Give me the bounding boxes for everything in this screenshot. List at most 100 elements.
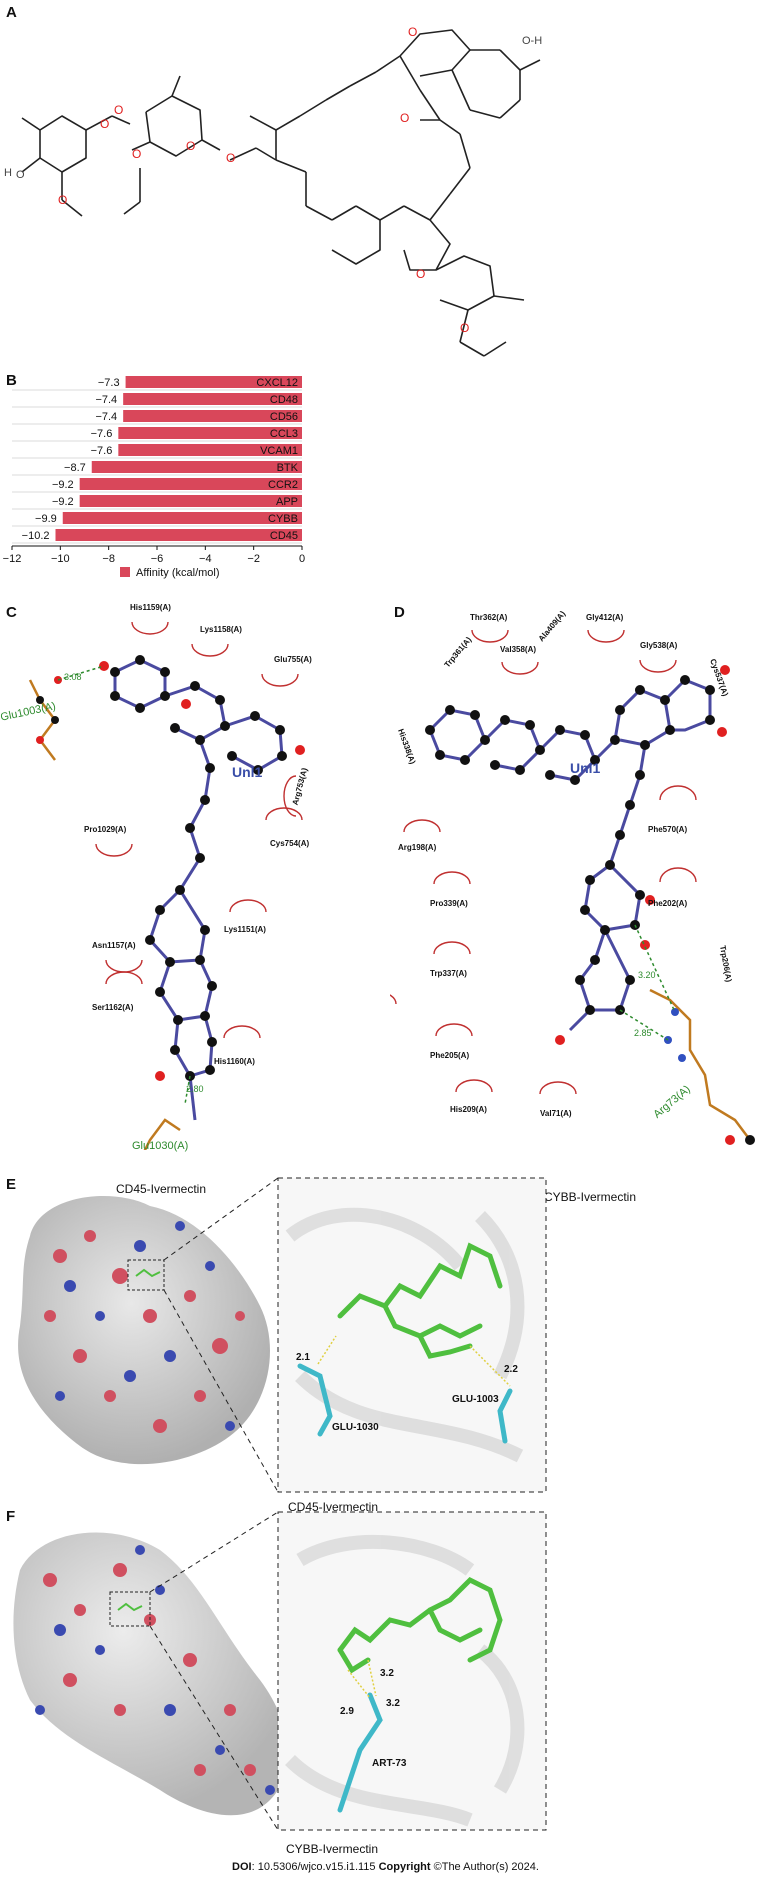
svg-text:Val358(A): Val358(A) [500,645,536,654]
bar-value-label: −9.2 [52,496,74,508]
legend-swatch [120,567,130,577]
svg-text:3.08: 3.08 [64,672,82,682]
bar-category-label: CD48 [270,394,298,406]
panel-letter-a: A [6,4,17,21]
svg-text:Thr362(A): Thr362(A) [470,613,508,622]
svg-text:O: O [58,193,67,207]
bar-category-label: CD45 [270,530,298,542]
cybb-ligand-label: Unl1 [570,760,601,776]
bar-cd56 [123,410,303,422]
bar-category-label: APP [276,496,298,508]
cd45-3d-distance-2: 2.2 [504,1364,518,1375]
bar-ccr2 [79,478,303,490]
svg-text:O: O [416,267,425,281]
cybb-3d-residue: ART-73 [372,1758,407,1769]
svg-text:O: O [114,103,123,117]
bar-category-label: CD56 [270,411,298,423]
bar-ccl3 [118,427,302,439]
bar-category-label: BTK [277,462,299,474]
panel-letter-d: D [394,604,405,621]
svg-text:Trp337(A): Trp337(A) [430,969,467,978]
svg-text:O-H: O-H [522,35,542,47]
svg-text:Pro1029(A): Pro1029(A) [84,825,127,834]
bar-cd45 [55,529,302,541]
bar-app [79,495,303,507]
svg-text:His338(A): His338(A) [396,728,417,766]
cybb-interaction-diagram: Thr362(A) Trp361(A) Val358(A) Ala409(A) … [390,609,755,1145]
cybb-3d-distance-1: 2.9 [340,1706,354,1717]
svg-text:Cys754(A): Cys754(A) [270,839,309,848]
ivermectin-structure: O O O O O O O O O O H O O-H [4,25,542,357]
bar-cybb [62,512,302,524]
bar-category-label: CCL3 [270,428,298,440]
bar-value-label: −10.2 [22,530,50,542]
svg-text:Gly538(A): Gly538(A) [640,641,678,650]
svg-text:Lys1151(A): Lys1151(A) [224,925,266,934]
x-tick-label: −10 [51,553,70,565]
cd45-3d-residue-2: GLU-1003 [452,1394,499,1405]
bar-vcam1 [118,444,302,456]
bar-category-label: VCAM1 [260,445,298,457]
svg-text:Asn1157(A): Asn1157(A) [92,941,136,950]
svg-text:3.20: 3.20 [638,970,656,980]
svg-text:O: O [16,169,25,181]
bar-category-label: CXCL12 [256,377,298,389]
svg-text:O: O [186,139,195,153]
svg-text:Val71(A): Val71(A) [540,1109,572,1118]
svg-text:2.85: 2.85 [634,1028,652,1038]
bar-value-label: −7.4 [95,394,117,406]
cybb-caption: CYBB-Ivermectin [544,1190,637,1204]
panel-letter-b: B [6,372,17,389]
x-tick-label: −8 [102,553,115,565]
cd45-ligand-label: Unl1 [232,764,263,780]
svg-text:Gly412(A): Gly412(A) [586,613,624,622]
bar-cxcl12 [125,376,302,388]
bar-btk [91,461,302,473]
svg-text:2.80: 2.80 [186,1084,204,1094]
bar-value-label: −8.7 [64,462,86,474]
cybb-3d-distance-2: 3.2 [386,1698,400,1709]
doi-label: DOI [232,1861,252,1873]
cd45-hbond-residue-2: Glu1030(A) [132,1140,189,1152]
panel-letter-e: E [6,1176,17,1193]
bar-value-label: −7.6 [91,445,113,457]
x-tick-label: −6 [151,553,164,565]
cybb-3d-distance-3: 3.2 [380,1668,394,1679]
x-tick-label: 0 [299,553,305,565]
x-tick-label: −2 [247,553,260,565]
cd45-3d-caption: CD45-Ivermectin [288,1500,379,1514]
svg-text:Arg753(A): Arg753(A) [291,767,310,807]
svg-text:Trp206(A): Trp206(A) [718,945,733,983]
svg-text:O: O [226,151,235,165]
svg-text:Glu755(A): Glu755(A) [274,655,312,664]
doi-value: : 10.5306/wjco.v15.i1.115 [251,1861,379,1873]
bar-cd48 [123,393,303,405]
svg-text:Trp361(A): Trp361(A) [443,635,474,669]
svg-text:H: H [4,167,12,179]
bar-value-label: −7.6 [91,428,113,440]
copyright-value: ©The Author(s) 2024. [430,1861,539,1873]
panel-letter-f: F [6,1508,16,1525]
cybb-3d-caption: CYBB-Ivermectin [286,1842,379,1856]
svg-text:Phe202(A): Phe202(A) [648,899,687,908]
svg-text:His209(A): His209(A) [450,1105,487,1114]
svg-text:Pro339(A): Pro339(A) [430,899,468,908]
bar-category-label: CYBB [268,513,298,525]
cd45-interaction-diagram: His1159(A) Lys1158(A) Glu755(A) Arg753(A… [28,603,312,1150]
cybb-surface-view: 2.9 3.2 3.2 ART-73 [13,1511,547,1831]
bar-value-label: −7.4 [95,411,117,423]
svg-text:O: O [132,147,141,161]
svg-text:O: O [460,321,469,335]
bar-value-label: −7.3 [98,377,120,389]
x-tick-label: −12 [3,553,22,565]
svg-text:O: O [400,111,409,125]
legend-label: Affinity (kcal/mol) [136,567,220,579]
bar-value-label: −9.9 [35,513,57,525]
svg-text:His1160(A): His1160(A) [214,1057,255,1066]
cd45-3d-distance-1: 2.1 [296,1352,310,1363]
svg-text:Phe205(A): Phe205(A) [430,1051,469,1060]
svg-text:O: O [408,25,417,39]
svg-text:Arg198(A): Arg198(A) [398,843,437,852]
svg-text:O: O [100,117,109,131]
